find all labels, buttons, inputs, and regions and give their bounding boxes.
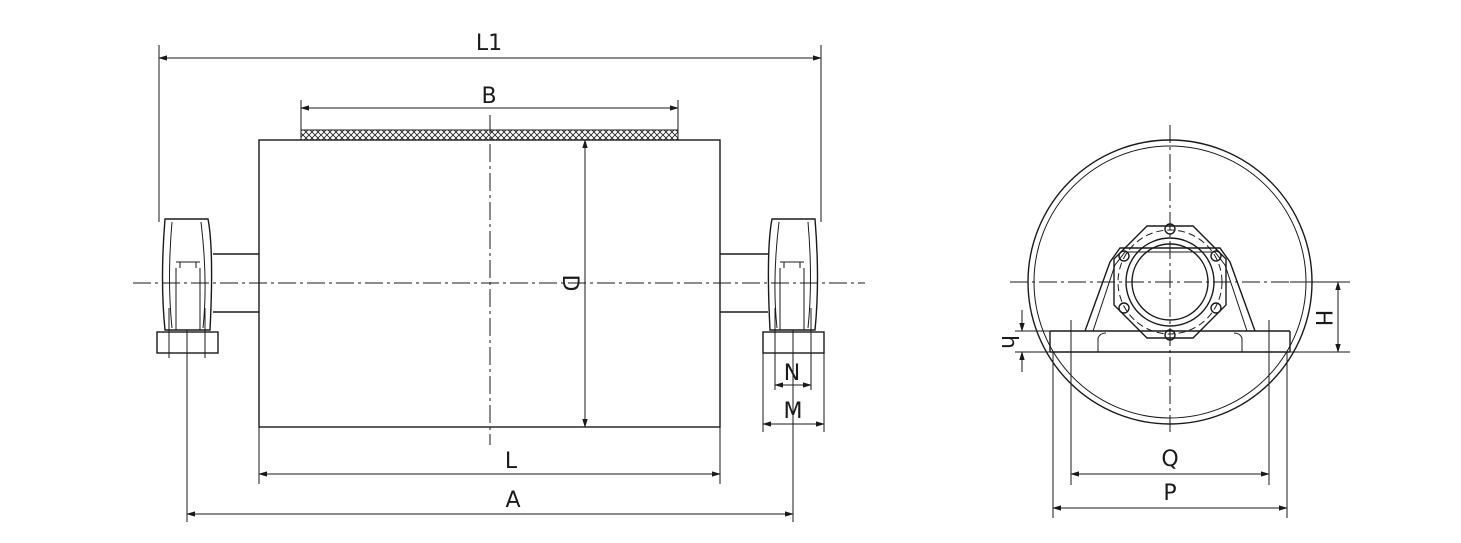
label-P: P <box>1163 481 1176 506</box>
label-L1: L1 <box>476 31 502 56</box>
label-B: B <box>481 84 496 109</box>
dimension-B: B <box>300 84 679 130</box>
bore-outer <box>1125 237 1215 327</box>
dimension-A: A <box>186 330 794 522</box>
bolt-holes <box>1118 223 1222 341</box>
dimension-h: h <box>996 310 1050 372</box>
bore-inner <box>1131 243 1209 321</box>
label-N: N <box>784 361 800 386</box>
side-view: L1 B D L A N <box>133 31 865 522</box>
label-Q: Q <box>1161 447 1178 472</box>
dimension-D: D <box>557 139 588 428</box>
drum-lagging <box>300 129 679 141</box>
bolt-circle <box>1117 229 1223 335</box>
end-view: H h Q P <box>996 125 1350 518</box>
dimension-L: L <box>258 427 721 484</box>
right-shaft <box>720 253 768 313</box>
bearing-pedestal <box>1049 247 1291 353</box>
label-D: D <box>557 275 582 292</box>
dimension-N: N <box>774 361 812 388</box>
right-bearing-housing <box>762 218 825 390</box>
label-M: M <box>784 399 803 424</box>
label-H: H <box>1310 310 1335 327</box>
dimension-L1: L1 <box>158 31 822 222</box>
dimension-H: H <box>1290 281 1350 353</box>
dimension-P: P <box>1052 352 1288 518</box>
dimension-Q: Q <box>1070 447 1270 477</box>
label-A: A <box>505 488 520 513</box>
label-L: L <box>505 449 518 474</box>
label-h: h <box>996 335 1021 349</box>
dimension-M: M <box>762 353 825 432</box>
left-bearing-housing <box>156 218 219 358</box>
bearing-flange <box>1113 225 1227 339</box>
left-shaft <box>213 253 259 313</box>
